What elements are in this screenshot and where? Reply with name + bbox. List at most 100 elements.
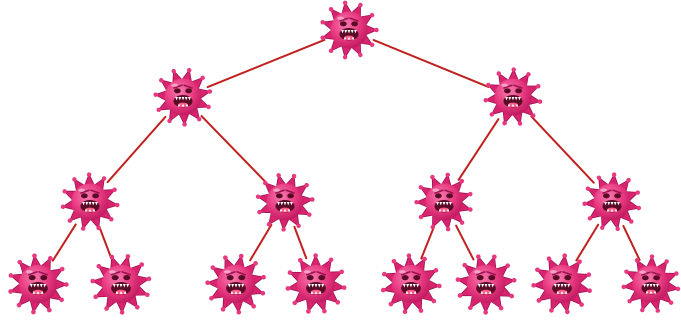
spike-tip	[64, 282, 69, 287]
edge-n4-n10	[293, 225, 308, 260]
spike-tip	[322, 308, 327, 314]
spike-tip	[459, 178, 465, 184]
monster-tooth	[280, 202, 284, 206]
monster-tooth	[119, 284, 123, 288]
spike-tip	[72, 177, 77, 182]
spike-tip	[579, 302, 584, 307]
monster-tooth	[557, 284, 561, 288]
edges-layer	[51, 38, 641, 262]
monster-brow	[349, 17, 359, 22]
monster-tooth	[354, 30, 357, 34]
spike-tip	[32, 253, 37, 259]
monster-highlight	[398, 270, 406, 274]
monster-tooth	[610, 208, 614, 212]
spike-tip	[60, 204, 66, 210]
monster-tooth	[406, 284, 410, 288]
monster-tooth	[438, 208, 442, 212]
monster-tooth	[487, 284, 491, 288]
monster-eye	[318, 275, 326, 281]
monster-tooth	[277, 202, 280, 206]
monster-eye	[351, 21, 358, 27]
monster-tooth	[442, 208, 446, 212]
monster-tooth	[286, 202, 290, 206]
monster-eye	[226, 275, 234, 281]
monster-tooth	[614, 208, 618, 212]
spike-tip	[577, 259, 582, 264]
spike-tip	[296, 223, 301, 229]
monster-tooth	[112, 284, 116, 288]
spike-tip	[587, 288, 592, 294]
spike-tip	[8, 289, 13, 294]
monster-brow	[602, 189, 612, 194]
spike-tip	[206, 104, 211, 110]
monster-brow	[173, 84, 183, 89]
monster-highlight	[600, 188, 607, 192]
monster-highlight	[171, 83, 178, 87]
spike-tip	[430, 224, 436, 230]
spike-tip	[526, 72, 531, 77]
monster-tooth	[488, 290, 492, 294]
spike-tip	[621, 284, 626, 290]
spike-tip	[414, 199, 419, 205]
monster-tooth	[341, 30, 344, 34]
pink-spiky-virus-monster-icon	[90, 254, 152, 315]
spike-tip	[297, 257, 303, 263]
spike-tip	[535, 267, 540, 273]
spike-tip	[101, 176, 107, 181]
spike-tip	[475, 254, 481, 259]
monster-brow	[612, 189, 622, 194]
monster-tooth	[649, 290, 653, 294]
edge-n6-n13	[575, 223, 600, 262]
spike-tip	[291, 173, 297, 179]
spike-tip	[31, 309, 36, 315]
spike-tip	[80, 226, 86, 231]
monster-tooth	[563, 284, 567, 288]
monster-tooth	[181, 103, 185, 107]
monster-brow	[503, 84, 513, 89]
spike-tip	[46, 307, 52, 313]
spike-tip	[253, 261, 258, 266]
spike-tip	[96, 225, 101, 231]
monster-highlight	[501, 83, 508, 87]
monster-tooth	[231, 284, 235, 288]
monster-eye	[276, 193, 283, 199]
monster-tooth	[412, 284, 416, 288]
spike-tip	[611, 172, 617, 177]
monster-tooth	[567, 284, 571, 288]
monster-tooth	[311, 284, 315, 288]
spike-tip	[90, 278, 96, 284]
monster-tooth	[505, 97, 508, 101]
pink-spiky-virus-monster-icon	[531, 253, 592, 315]
spike-tip	[582, 201, 587, 207]
spike-tip	[59, 297, 64, 303]
monster-tooth	[32, 290, 36, 294]
spike-tip	[496, 71, 502, 76]
spike-tip	[255, 194, 261, 199]
spike-tip	[109, 217, 114, 222]
spike-tip	[238, 253, 244, 259]
monster-eye	[92, 193, 99, 199]
monster-eye	[413, 275, 421, 281]
spike-tip	[146, 276, 152, 282]
monster-tooth	[188, 97, 191, 101]
monster-tooth	[409, 284, 413, 288]
pink-spiky-virus-monster-icon	[380, 253, 442, 315]
monster-tooth	[351, 36, 355, 40]
spike-tip	[304, 182, 309, 188]
monster-eye	[603, 193, 610, 199]
monster-tooth	[123, 290, 127, 294]
spike-tip	[342, 0, 348, 6]
spike-tip	[418, 214, 424, 220]
spike-tip	[649, 254, 655, 259]
spike-tip	[374, 27, 379, 33]
spike-tip	[200, 75, 205, 81]
spike-tip	[430, 174, 435, 180]
spike-tip	[445, 226, 451, 232]
monster-highlight	[25, 270, 33, 274]
monster-eye	[28, 275, 36, 281]
spike-tip	[418, 308, 424, 313]
spike-tip	[306, 309, 311, 314]
spike-tip	[86, 172, 92, 177]
spike-tip	[468, 191, 473, 197]
spike-tip	[388, 301, 394, 307]
